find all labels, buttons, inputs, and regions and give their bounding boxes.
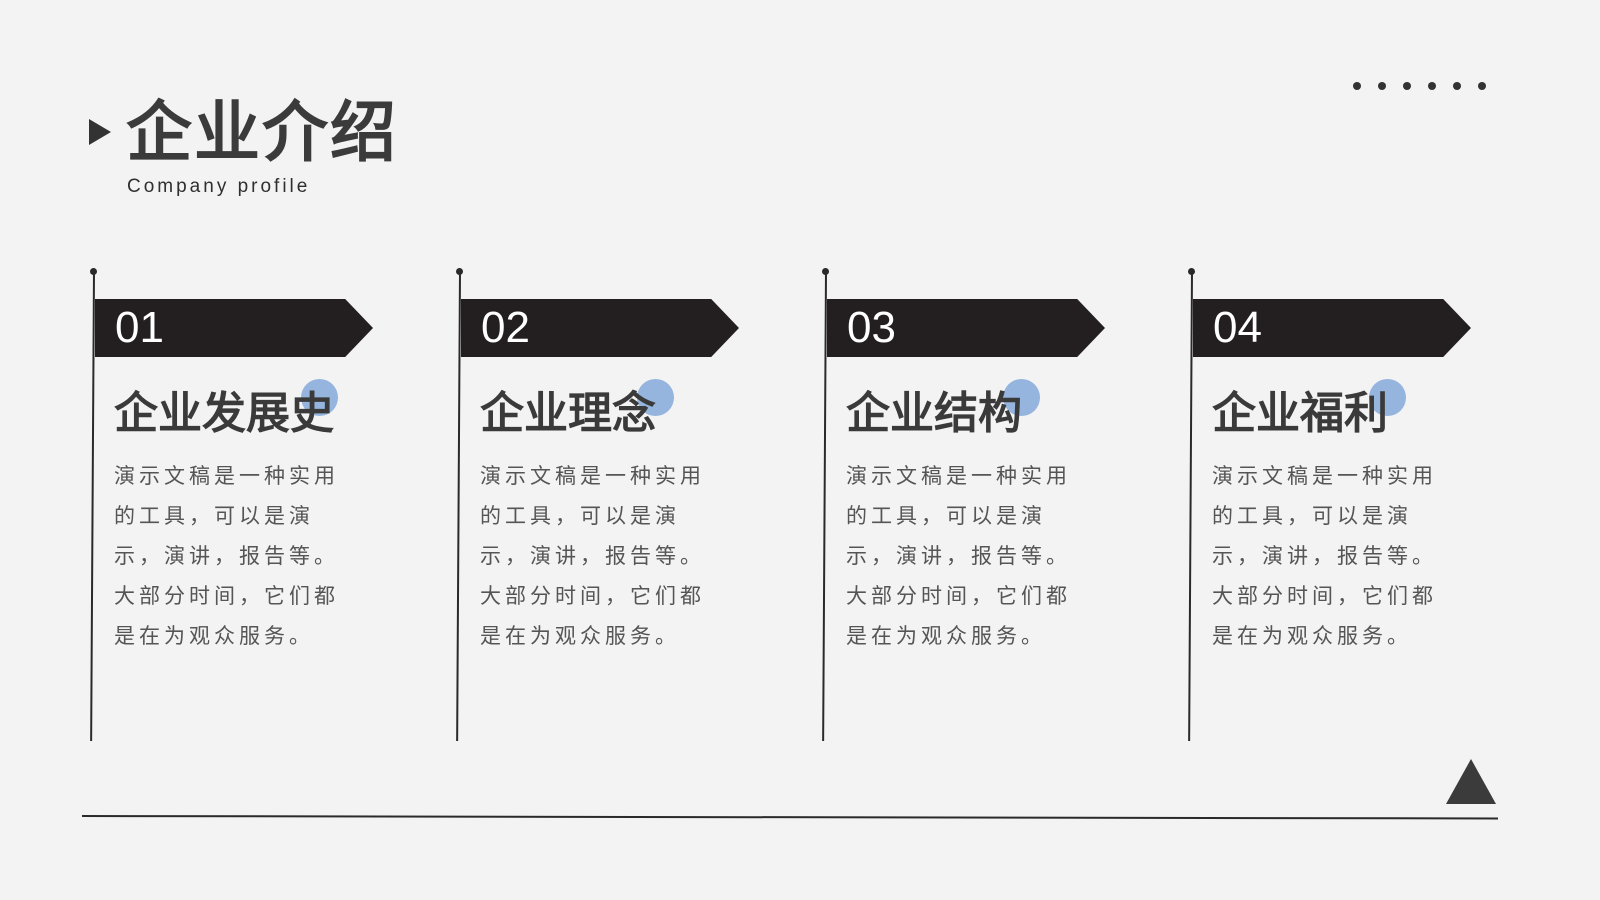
card-body: 演示文稿是一种实用的工具，可以是演示，演讲，报告等。大部分时间，它们都是在为观众…: [1212, 464, 1437, 648]
page-subtitle: Company profile: [127, 176, 311, 197]
card-body: 演示文稿是一种实用的工具，可以是演示，演讲，报告等。大部分时间，它们都是在为观众…: [480, 464, 705, 648]
card-number: 04: [1213, 303, 1262, 352]
accent-circle: [301, 379, 338, 416]
flag-pole: [822, 271, 827, 742]
dot: [1378, 82, 1386, 90]
pole-knob: [1188, 268, 1195, 275]
accent-circle: [1003, 379, 1040, 416]
accent-circle: [637, 379, 674, 416]
flag-pole: [1188, 271, 1193, 742]
dot: [1353, 82, 1361, 90]
pole-knob: [90, 268, 97, 275]
card-body: 演示文稿是一种实用的工具，可以是演示，演讲，报告等。大部分时间，它们都是在为观众…: [114, 464, 339, 648]
number-flag: 02: [461, 299, 739, 357]
dot: [1403, 82, 1411, 90]
card-company-structure: 03 企业结构 演示文稿是一种实用的工具，可以是演示，演讲，报告等。大部分时间，…: [822, 268, 1185, 742]
card-company-benefits: 04 企业福利 演示文稿是一种实用的工具，可以是演示，演讲，报告等。大部分时间，…: [1188, 268, 1551, 742]
number-flag: 03: [827, 299, 1105, 357]
flag-pole: [456, 271, 461, 742]
card-number: 02: [481, 303, 530, 352]
pole-knob: [456, 268, 463, 275]
card-number: 03: [847, 303, 896, 352]
accent-circle: [1369, 379, 1406, 416]
flag-pole: [90, 271, 95, 742]
number-flag: 01: [95, 299, 373, 357]
dot: [1478, 82, 1486, 90]
dot: [1428, 82, 1436, 90]
baseline-divider: [81, 815, 1498, 820]
card-company-history: 01 企业发展史 演示文稿是一种实用的工具，可以是演示，演讲，报告等。大部分时间…: [90, 268, 453, 742]
card-title: 企业理念: [480, 388, 656, 439]
card-number: 01: [115, 303, 164, 352]
page-title: 企业介绍: [126, 94, 398, 171]
dot: [1453, 82, 1461, 90]
card-title: 企业发展史: [114, 388, 334, 439]
pole-knob: [822, 268, 829, 275]
dots-icon: [1353, 82, 1486, 90]
play-triangle-icon: [89, 119, 111, 145]
card-company-philosophy: 02 企业理念 演示文稿是一种实用的工具，可以是演示，演讲，报告等。大部分时间，…: [456, 268, 819, 742]
card-title: 企业福利: [1212, 388, 1388, 439]
number-flag: 04: [1193, 299, 1471, 357]
card-title: 企业结构: [846, 388, 1022, 439]
triangle-icon: [1446, 759, 1496, 804]
card-body: 演示文稿是一种实用的工具，可以是演示，演讲，报告等。大部分时间，它们都是在为观众…: [846, 464, 1071, 648]
